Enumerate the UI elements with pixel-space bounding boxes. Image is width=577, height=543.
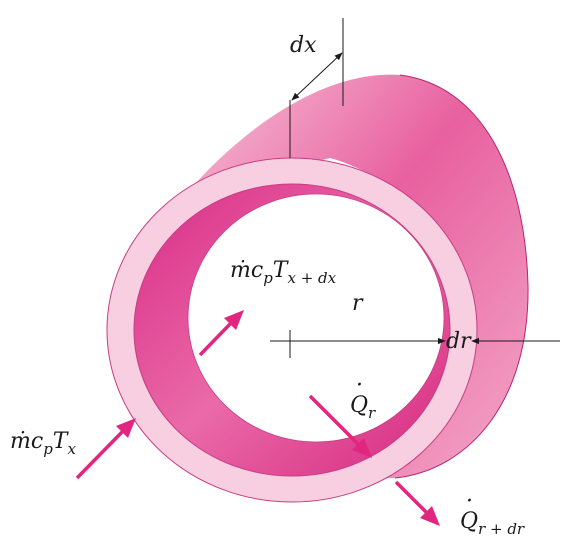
cylinder-back-rim	[394, 74, 529, 479]
front-ring-inner-edge	[133, 183, 451, 477]
heat-out-arrow-head	[420, 506, 440, 526]
Qrdr-Q-text: Q	[460, 509, 478, 534]
dx-label: dx	[290, 33, 317, 58]
dx-dimension-arrow	[291, 52, 343, 101]
heat-rate-r-label: · Qr	[350, 373, 376, 422]
inflow-arrow-inner	[198, 320, 234, 357]
inner-T-text: T	[273, 258, 290, 283]
heat-in-arrow-head	[352, 438, 372, 458]
hollow-opening	[187, 193, 445, 443]
Qrdr-r-dr-subscript: r + dr	[478, 520, 525, 538]
svg-text:ṁcpTx + dx: ṁcpTx + dx	[230, 258, 337, 287]
inner-flow-label: ṁcpTx + dx	[230, 258, 337, 287]
Qrdr-dot: ·	[466, 489, 473, 514]
svg-text:Qr: Qr	[350, 393, 376, 422]
inner-x-dx-subscript: x + dx	[287, 269, 336, 287]
inflow-arrow-outer-head	[116, 418, 136, 438]
flow-arrows	[75, 310, 440, 526]
outer-p-subscript: p	[43, 440, 53, 458]
svg-text:ṁcpTx: ṁcpTx	[10, 429, 76, 458]
dr-label: dr	[446, 329, 472, 354]
inflow-arrow-outer	[75, 428, 126, 480]
inner-p-subscript: p	[263, 269, 273, 287]
inflow-arrow-inner-head	[224, 310, 244, 330]
outer-T-text: T	[53, 429, 70, 454]
Qr-dot: ·	[356, 373, 363, 398]
Qr-Q-text: Q	[350, 393, 368, 418]
r-label: r	[352, 291, 364, 316]
outer-flow-label: ṁcpTx	[10, 429, 76, 458]
svg-text:Qr + dr: Qr + dr	[460, 509, 525, 538]
Qr-r-subscript: r	[368, 404, 376, 422]
outer-mcp-text: ṁc	[10, 429, 43, 454]
heat-in-arrow	[308, 394, 362, 448]
outer-x-subscript: x	[67, 440, 76, 458]
heat-rate-r-dr-label: · Qr + dr	[460, 489, 525, 538]
inner-mcp-text: ṁc	[230, 258, 263, 283]
heat-out-arrow	[394, 480, 430, 516]
